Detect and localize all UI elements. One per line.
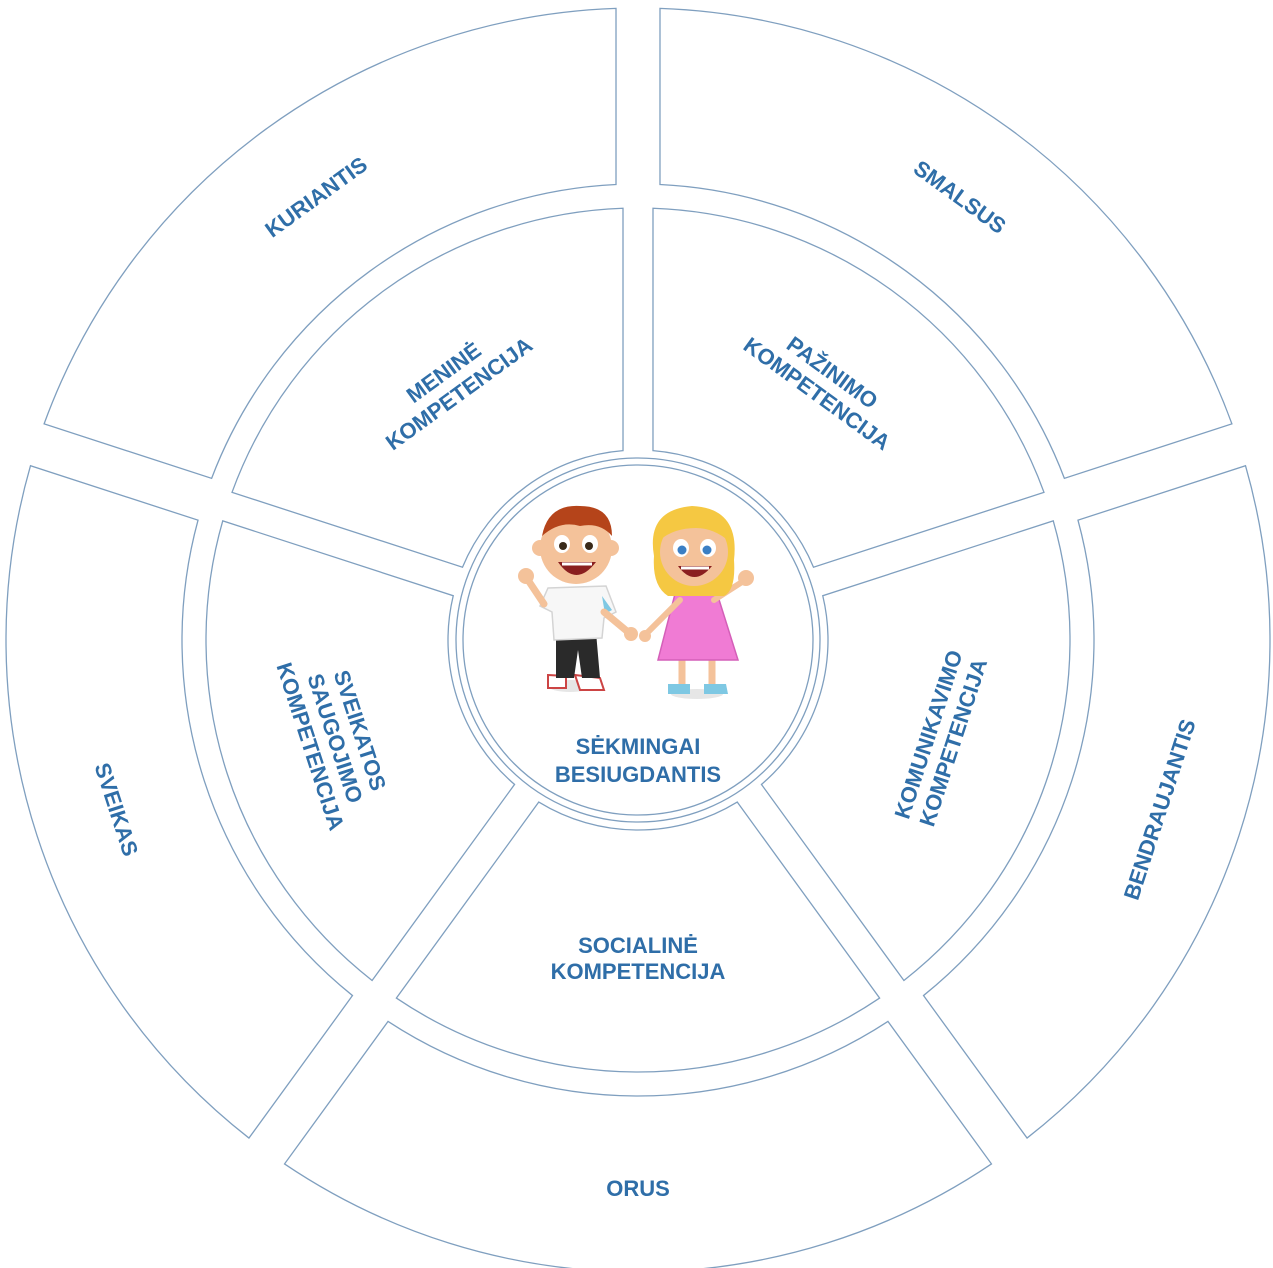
segment-komunikavimo bbox=[760, 520, 1071, 982]
segment-sveikatos bbox=[205, 520, 516, 982]
segment-sveikas bbox=[5, 464, 354, 1139]
boy-figure bbox=[518, 505, 638, 692]
segment-bendraujantis bbox=[922, 464, 1271, 1139]
segment-orus bbox=[283, 1020, 993, 1268]
segment-pazinimo bbox=[652, 207, 1045, 569]
segment-socialine bbox=[395, 801, 881, 1073]
segment-menine bbox=[231, 207, 624, 569]
girl-figure bbox=[639, 506, 754, 699]
center-label-line2: BESIUGDANTIS bbox=[555, 762, 721, 787]
segment-kuriantis bbox=[43, 7, 617, 480]
inner-ring bbox=[205, 207, 1071, 1073]
segment-smalsus bbox=[659, 7, 1233, 480]
center-label-line1: SĖKMINGAI bbox=[576, 734, 701, 759]
label-orus: ORUS bbox=[606, 1176, 670, 1201]
two-smiling-children-icon bbox=[518, 505, 754, 699]
outer-ring bbox=[5, 7, 1271, 1268]
